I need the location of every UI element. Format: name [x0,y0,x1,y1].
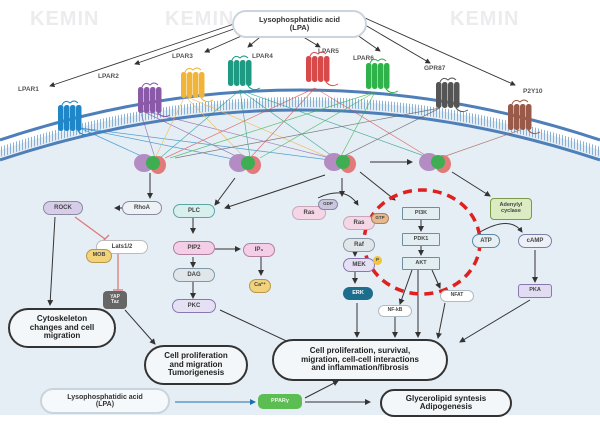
arrow-pkc-survival [219,309,296,346]
node-ip3: IP₃ [243,243,275,257]
node-nfkb: NF-kB [378,305,412,317]
receptor-gpr87 [436,77,469,113]
g-protein-gq [229,154,261,174]
node-gtp: GTP [371,213,389,224]
node-akt: AKT [402,257,440,270]
receptor-label: LPAR2 [98,73,119,80]
node-camp: cAMP [518,234,552,248]
node-raf: Raf [343,238,375,252]
node-rhoa: RhoA [122,201,162,215]
node-ppar-gamma: PPARγ [258,394,302,409]
arrow-ras-activation [317,192,359,206]
node-erk: ERK [343,287,373,300]
receptor-label: LPAR4 [252,53,273,60]
receptor-label: GPR87 [424,65,446,72]
receptor-label: LPAR1 [18,86,39,93]
arrow-yap-proliferation [124,309,156,345]
arrow-lpa-lpar1 [49,21,241,88]
outcome-proliferation-tumorigenesis: Cell proliferation and migration Tumorig… [144,345,248,385]
arrow-lpa-lpar2 [134,24,246,66]
outcome-survival-inflammation: Cell proliferation, survival, migration,… [272,339,448,381]
arrow-lpa-p2y10 [364,17,516,86]
receptor-lpar5 [306,51,339,87]
receptor-p2y10 [508,99,541,135]
receptor-lpar1 [58,100,91,136]
g-protein-gi [324,153,356,173]
arrow-atp-camp [479,223,523,233]
receptor-lpar3 [181,67,214,103]
receptor-label: LPAR5 [318,48,339,55]
arrow-gi-pi3k [359,171,396,201]
arrow-nfat-survival [436,302,446,339]
g-protein-g1213 [134,154,166,174]
lpa-bottom-label: Lysophosphatidic acid (LPA) [40,388,170,414]
node-pka: PKA [518,284,552,298]
receptor-label: P2Y10 [523,88,543,95]
g-protein-gs [419,153,451,173]
node-atp: ATP [472,234,500,248]
arrow-akt-nfat [431,269,441,289]
node-mek: MEK [343,258,375,272]
arrow-pka-survival [459,299,531,343]
lpa-title: Lysophosphatidic acid (LPA) [232,10,367,38]
arrow-lpa-gpr87 [359,21,431,64]
receptor-lpar4 [228,55,261,91]
node-nfat: NFAT [440,290,474,302]
inhibit-rock-lats [74,216,106,240]
node-pi3k: PI3K [402,207,440,220]
node-pkc: PKC [172,299,216,313]
arrow-gq-plc [214,177,236,206]
node-rock: ROCK [43,201,83,215]
outcome-glycerolipid-adipogenesis: Glycerolipid syntesis Adipogenesis [380,389,512,417]
arrow-rock-cytoskeleton [47,216,56,306]
node-gdp: GDP [318,199,338,210]
receptor-label: LPAR3 [172,53,193,60]
node-mob: MOB [86,249,112,263]
node-ca: Ca²⁺ [249,279,271,293]
node-pip2: PIP2 [173,241,215,255]
node-phospho: P [373,256,382,265]
node-ras: Ras [292,206,326,220]
receptor-lpar2 [138,82,171,118]
receptor-label: LPAR6 [353,55,374,62]
receptor-lpar6 [366,58,399,94]
arrow-gs-adenylyl [451,171,491,197]
arrow-akt-nfkb [398,269,413,305]
outcome-cytoskeleton: Cytoskeleton changes and cell migration [8,308,116,348]
node-dag: DAG [173,268,215,282]
node-pdk1: PDK1 [402,233,440,246]
arrow-gi-plc [224,174,326,210]
node-plc: PLC [173,204,215,218]
arrow-ppar-survival [304,380,339,399]
